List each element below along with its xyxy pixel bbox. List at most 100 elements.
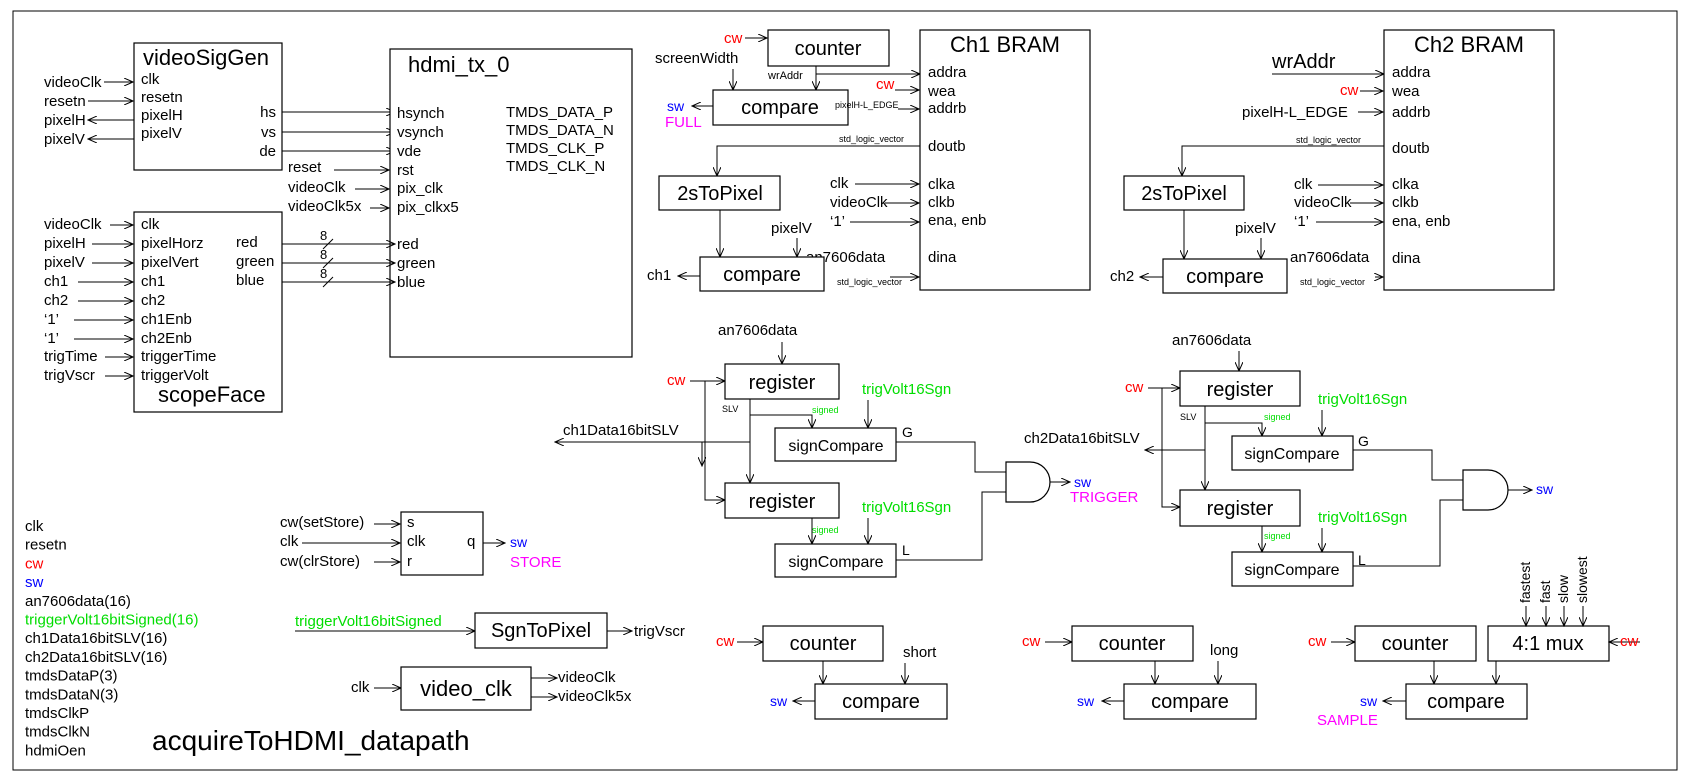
diagram-label: Ch1 BRAM <box>950 32 1060 57</box>
diagram-label: sw <box>770 693 788 709</box>
diagram-label: cw <box>667 372 686 389</box>
diagram-label: std_logic_vector <box>839 134 904 144</box>
signal-list-item: ch1Data16bitSLV(16) <box>25 630 167 647</box>
sample-timer: cw counter 4:1 mux cw fastest fast slow … <box>1308 556 1640 729</box>
diagram-label: triggerVolt16bitSigned <box>295 613 442 630</box>
diagram-label: SgnToPixel <box>491 620 591 642</box>
diagram-label: de <box>259 143 276 160</box>
diagram-label: videoClk <box>558 669 616 686</box>
diagram-label: ch2 <box>1110 268 1134 285</box>
diagram-label: SLV <box>722 404 738 414</box>
diagram-label: SAMPLE <box>1317 712 1378 729</box>
diagram-label: cw(clrStore) <box>280 553 360 570</box>
diagram-label: rst <box>397 162 414 179</box>
diagram-frame <box>12 10 1678 771</box>
diagram-label: addra <box>1392 64 1431 81</box>
diagram-label: sw <box>667 98 685 114</box>
signal-list-item: cw <box>25 555 44 572</box>
hdmi-tx-block: hdmi_tx_0 hsynch vsynch vde rst pix_clk … <box>288 48 633 358</box>
diagram-label: pixelVert <box>141 254 199 271</box>
diagram-label: clk <box>830 175 849 192</box>
diagram-label: red <box>397 236 419 253</box>
signal-list-item: triggerVolt16bitSigned(16) <box>25 612 198 629</box>
diagram-label: fastest <box>1517 562 1533 603</box>
diagram-label: clk <box>280 533 299 550</box>
diagram-label: compare <box>741 97 819 119</box>
diagram-label: videoClk <box>288 179 346 196</box>
diagram-label: SLV <box>1180 412 1196 422</box>
diagram-label: hsynch <box>397 105 445 122</box>
diagram-label: addrb <box>928 100 966 117</box>
diagram-label: addrb <box>1392 104 1430 121</box>
diagram-label: cw <box>1340 82 1359 99</box>
diagram-label: an7606data <box>1172 332 1252 349</box>
diagram-label: cw <box>1022 633 1041 650</box>
signal-list-item: sw <box>25 574 44 591</box>
and-gate-2 <box>1462 469 1509 511</box>
diagram-label: ch2 <box>44 292 68 309</box>
diagram-label: pixelV <box>1235 220 1276 237</box>
diagram-label: compare <box>1151 691 1229 713</box>
diagram-label: 2sToPixel <box>677 183 763 205</box>
diagram-label: an7606data <box>806 249 886 266</box>
diagram-label: ena, enb <box>928 212 986 229</box>
diagram-label: trigTime <box>44 348 98 365</box>
signal-list-item: an7606data(16) <box>25 593 131 610</box>
diagram-label: wea <box>1391 83 1420 100</box>
diagram-label: G <box>1358 433 1369 449</box>
diagram-label: std_logic_vector <box>837 277 902 287</box>
diagram-label: 8 <box>320 228 327 243</box>
diagram-label: addra <box>928 64 967 81</box>
diagram-label: clk <box>141 71 160 88</box>
diagram-label: wea <box>927 83 956 100</box>
signal-list: clkresetncwswan7606data(16)triggerVolt16… <box>25 518 198 759</box>
diagram-label: cw <box>1308 633 1327 650</box>
videoclk-block: clk video_clk videoClk videoClk5x <box>351 666 632 711</box>
diagram-label: signCompare <box>1244 562 1339 579</box>
signal-list-item: hdmiOen <box>25 742 86 759</box>
diagram-label: videoClk <box>830 194 888 211</box>
diagram-label: an7606data <box>1290 249 1370 266</box>
diagram-label: reset <box>288 159 322 176</box>
diagram-label: trigVscr <box>634 623 685 640</box>
ch2-trigger: an7606data cw register SLV signed ch2Dat… <box>1024 332 1554 587</box>
diagram-label: TMDS_CLK_P <box>506 140 604 157</box>
diagram-label: compare <box>1427 691 1505 713</box>
diagram-label: slow <box>1555 574 1571 603</box>
diagram-label: sw <box>1074 474 1092 490</box>
diagram-label: r <box>407 553 412 570</box>
diagram-label: signed <box>812 525 839 535</box>
diagram-label: videoClk <box>44 74 102 91</box>
diagram-label: triggerVolt <box>141 367 209 384</box>
diagram-label: 2sToPixel <box>1141 183 1227 205</box>
diagram-label: 4:1 mux <box>1512 633 1583 655</box>
diagram-label: trigVolt16Sgn <box>1318 509 1407 526</box>
diagram-label: TMDS_DATA_P <box>506 104 613 121</box>
diagram-label: STORE <box>510 554 561 571</box>
diagram-label: s <box>407 514 415 531</box>
diagram-label: pixelH-L_EDGE <box>835 100 899 110</box>
diagram-label: trigVolt16Sgn <box>1318 391 1407 408</box>
diagram-label: pixelH <box>44 235 86 252</box>
diagram-label: cw <box>716 633 735 650</box>
diagram-label: clk <box>141 216 160 233</box>
diagram-label: blue <box>397 274 425 291</box>
diagram-label: ena, enb <box>1392 213 1450 230</box>
diagram-label: dina <box>1392 250 1421 267</box>
diagram-label: pixelV <box>771 220 812 237</box>
diagram-label: blue <box>236 272 264 289</box>
diagram-label: long <box>1210 642 1238 659</box>
diagram-label: ‘1’ <box>830 213 845 230</box>
diagram-label: ch1 <box>141 273 165 290</box>
diagram-label: signCompare <box>1244 446 1339 463</box>
signal-list-item: tmdsDataN(3) <box>25 686 118 703</box>
diagram-label: sw <box>510 534 528 550</box>
diagram-label: clk <box>351 679 370 696</box>
diagram-label: an7606data <box>718 322 798 339</box>
ch2-acquisition: wrAddr Ch2 BRAM addra wea addrb doutb cl… <box>1110 29 1555 294</box>
diagram-label: pix_clk <box>397 180 443 197</box>
diagram-label: videoClk <box>1294 194 1352 211</box>
diagram-label: TMDS_CLK_N <box>506 158 605 175</box>
diagram-label: sw <box>1360 693 1378 709</box>
diagram-label: trigVolt16Sgn <box>862 381 951 398</box>
